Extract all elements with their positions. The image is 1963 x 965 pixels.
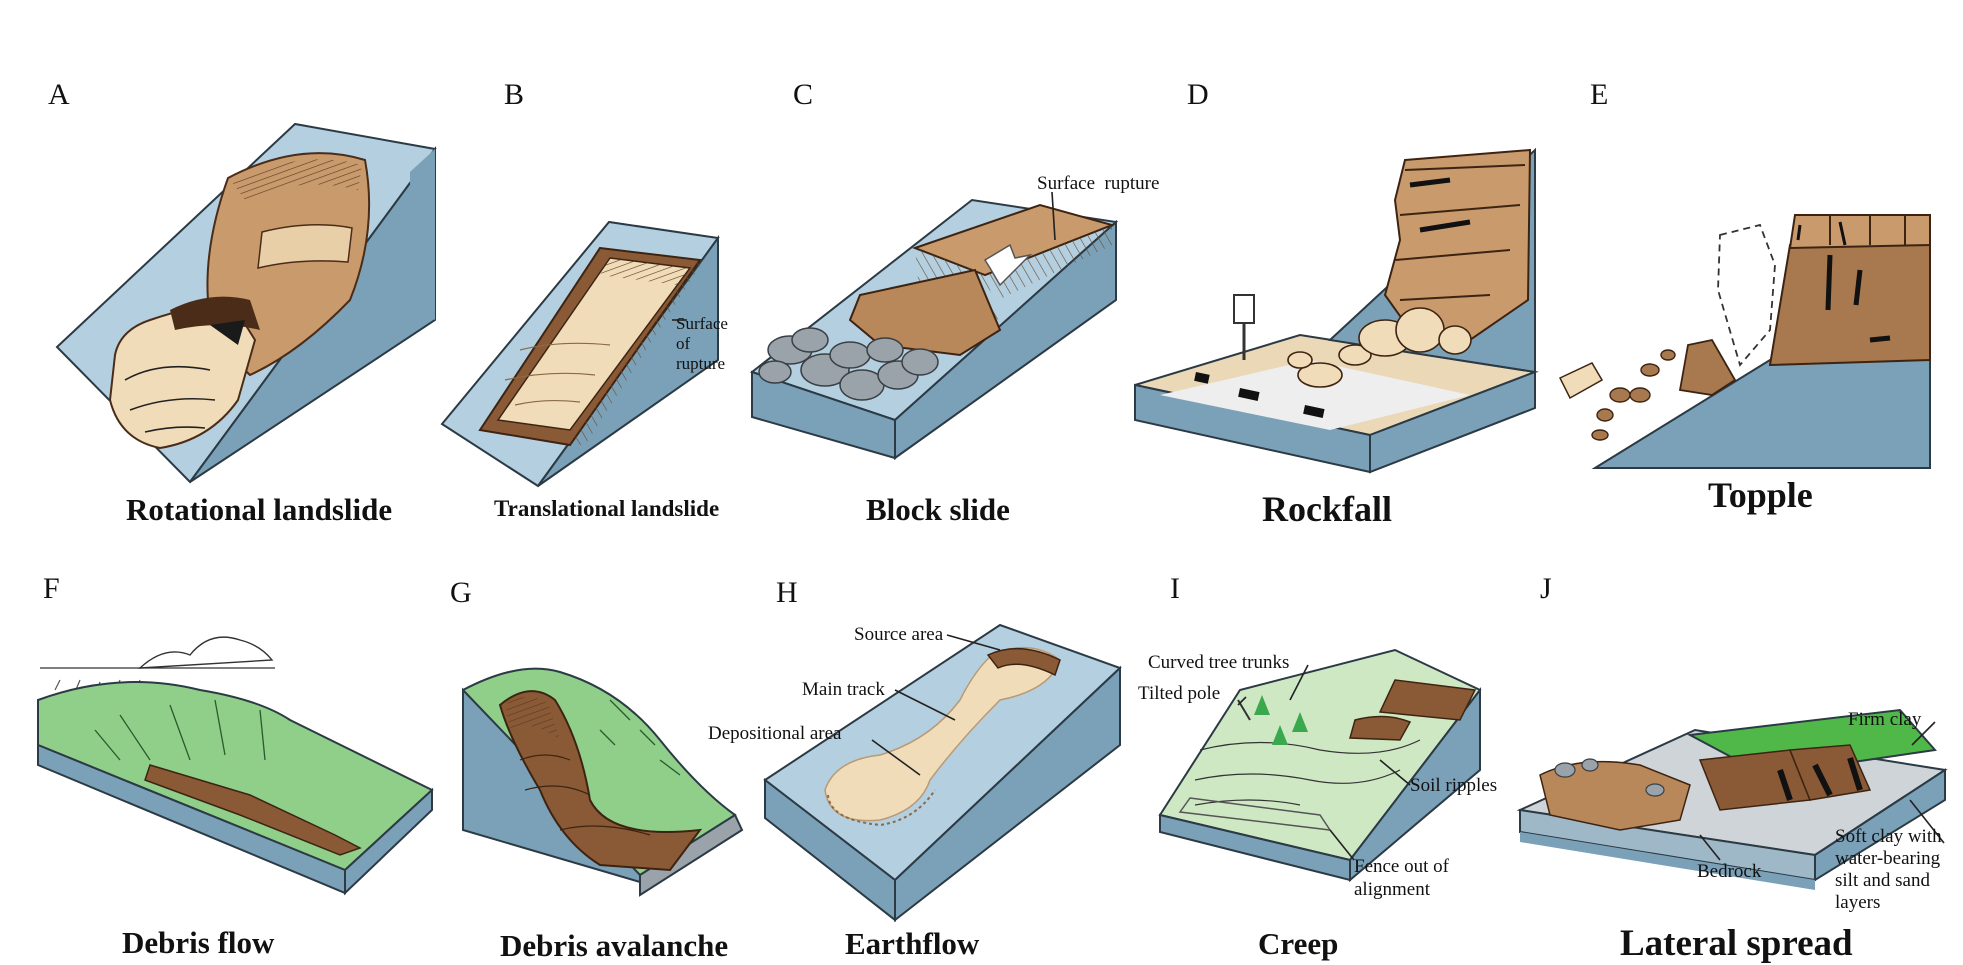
leader-lines — [672, 191, 1945, 861]
panel-j-firm-label: Firm clay — [1848, 709, 1922, 730]
panel-h-title: Earthflow — [845, 926, 980, 961]
panel-g-illustration — [462, 667, 744, 897]
panel-j-letter: J — [1540, 572, 1552, 605]
panel-j-title: Lateral spread — [1620, 923, 1853, 964]
panel-i-title: Creep — [1258, 926, 1339, 961]
panel-h-deposit-label: Depositional area — [708, 723, 842, 744]
panel-c-title: Block slide — [866, 492, 1010, 527]
panel-i-ripples-label: Soil ripples — [1410, 775, 1498, 796]
panel-b-title: Translational landslide — [494, 496, 720, 521]
panel-h-source-label: Source area — [854, 624, 944, 645]
panel-e-illustration — [1558, 214, 1931, 469]
panel-h-letter: H — [776, 576, 798, 609]
panel-a-letter: A — [48, 78, 70, 111]
panel-d-letter: D — [1187, 78, 1209, 111]
panel-a-title: Rotational landslide — [126, 492, 393, 527]
panel-g-letter: G — [450, 576, 472, 609]
panel-c-letter: C — [793, 78, 814, 111]
panel-b-letter: B — [504, 78, 525, 111]
tree-icons — [1254, 695, 1308, 745]
panel-b-illustration — [440, 220, 720, 488]
panel-h-track-label: Main track — [802, 679, 885, 700]
panel-j-bedrock-label: Bedrock — [1697, 861, 1762, 882]
panel-g-title: Debris avalanche — [500, 928, 729, 963]
panel-f-title: Debris flow — [122, 925, 275, 960]
panel-e-letter: E — [1590, 78, 1609, 111]
panel-e-title: Topple — [1708, 475, 1813, 515]
panel-d-illustration — [1134, 147, 1539, 474]
panel-a-illustration — [55, 122, 437, 484]
road-sign-icon — [1233, 294, 1255, 360]
panel-i-letter: I — [1170, 572, 1180, 605]
panel-f-letter: F — [43, 572, 60, 605]
panel-c-rupture-label: Surface rupture — [1037, 173, 1160, 194]
panel-j-soft-label: Soft clay with water-bearing silt and sa… — [1835, 826, 1942, 913]
panel-c-illustration — [749, 198, 1119, 460]
panel-i-trees-label: Curved tree trunks — [1148, 652, 1290, 673]
panel-i-pole-label: Tilted pole — [1138, 683, 1221, 704]
panel-j-illustration — [1516, 708, 1948, 890]
panel-i-fence-label: Fence out of alignment — [1354, 856, 1449, 900]
panel-f-illustration — [37, 636, 434, 896]
panel-h-illustration — [763, 623, 1122, 923]
panel-d-title: Rockfall — [1262, 489, 1392, 529]
panel-b-rupture-label: Surface of rupture — [676, 314, 728, 373]
